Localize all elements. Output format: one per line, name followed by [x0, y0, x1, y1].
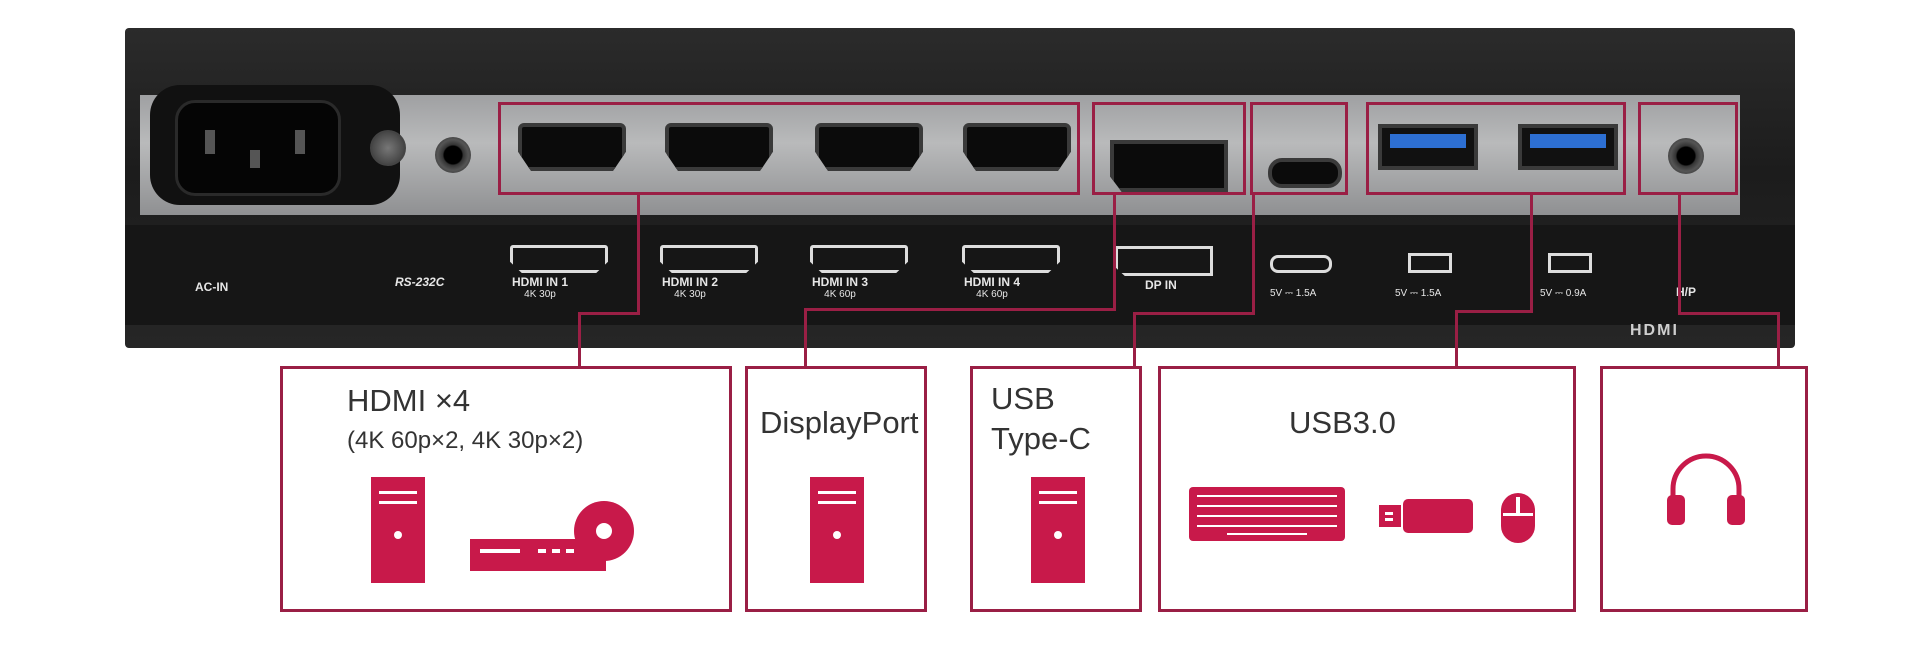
hdmi-connector-line: [578, 312, 581, 368]
dp-connector-line: [804, 308, 1116, 311]
rs232c-label: RS-232C: [395, 275, 445, 289]
usbc-callout-title-line1: USB: [991, 381, 1055, 416]
hdmi-symbol: [962, 245, 1060, 273]
hdmi-highlight: [498, 102, 1080, 195]
hp-connector-line: [1678, 195, 1681, 315]
usbc-connector-line: [1252, 195, 1255, 315]
ac-in-label: AC-IN: [195, 280, 229, 294]
usb-a-port-1: [1378, 124, 1478, 170]
usb1-power-label: 5V ⎓ 1.5A: [1395, 288, 1442, 299]
usb-c-symbol: [1270, 255, 1332, 273]
dp-symbol: [1115, 246, 1213, 276]
usb3-callout: USB3.0: [1158, 366, 1576, 612]
hdmi-callout-title: HDMI ×4: [347, 383, 471, 418]
displayport-callout-title: DisplayPort: [760, 405, 919, 440]
screw: [370, 130, 406, 166]
usb3-callout-title: USB3.0: [1289, 405, 1396, 440]
hp-connector-line: [1678, 312, 1780, 315]
ac-pin: [295, 130, 305, 154]
dp-in-label: DP IN: [1145, 278, 1177, 292]
hdmi-port-3: [815, 123, 923, 171]
usb-a-symbol: [1408, 253, 1452, 273]
keyboard-icon: [1189, 487, 1345, 541]
hdmi-connector-line: [578, 312, 640, 315]
usb3-connector-line: [1455, 310, 1458, 368]
hdmi-callout: HDMI ×4 (4K 60p×2, 4K 30p×2): [280, 366, 732, 612]
usbc-connector-line: [1133, 312, 1255, 315]
hdmi-port-1: [518, 123, 626, 171]
pc-tower-icon: [810, 477, 864, 583]
dp-connector-line: [1113, 195, 1116, 310]
hdmi-symbol: [510, 245, 608, 273]
usb3-connector-line: [1530, 195, 1533, 313]
hdmi-connector-line: [637, 195, 640, 315]
ac-inlet-socket: [175, 100, 341, 196]
hdmi-logo: HDMI: [1630, 322, 1679, 339]
usbc-highlight: [1250, 102, 1348, 195]
hdmi-symbol: [810, 245, 908, 273]
usb-type-c-callout: USB Type-C: [970, 366, 1142, 612]
usb3-highlight: [1366, 102, 1626, 195]
headphone-callout: [1600, 366, 1808, 612]
dvd-player-icon: [470, 501, 634, 571]
hp-highlight: [1638, 102, 1738, 195]
usb-stick-icon: [1379, 499, 1473, 533]
usb3-connector-line: [1455, 310, 1533, 313]
mouse-icon: [1501, 493, 1535, 543]
usb-c-port: [1268, 158, 1342, 188]
usb2-power-label: 5V ⎓ 0.9A: [1540, 288, 1587, 299]
hdmi-port-4: [963, 123, 1071, 171]
usb-a-symbol: [1548, 253, 1592, 273]
ac-pin: [205, 130, 215, 154]
pc-tower-icon: [1031, 477, 1085, 583]
displayport-port: [1110, 140, 1228, 192]
hdmi-symbol: [660, 245, 758, 273]
headphone-jack: [1668, 138, 1704, 174]
usb-a-port-2: [1518, 124, 1618, 170]
pc-tower-icon: [371, 477, 425, 583]
headphones-icon: [1667, 453, 1745, 525]
hdmi-callout-subtitle: (4K 60p×2, 4K 30p×2): [347, 427, 584, 454]
hp-connector-line: [1777, 312, 1780, 368]
hp-label: H/P: [1676, 285, 1697, 299]
usbc-callout-title-line2: Type-C: [991, 421, 1091, 456]
usbc-power-label: 5V ⎓ 1.5A: [1270, 288, 1317, 299]
displayport-callout: DisplayPort: [745, 366, 927, 612]
usbc-connector-line: [1133, 312, 1136, 368]
ac-pin: [250, 150, 260, 168]
dp-connector-line: [804, 308, 807, 368]
hdmi-port-2: [665, 123, 773, 171]
rs232c-jack: [435, 137, 471, 173]
dp-highlight: [1092, 102, 1246, 195]
